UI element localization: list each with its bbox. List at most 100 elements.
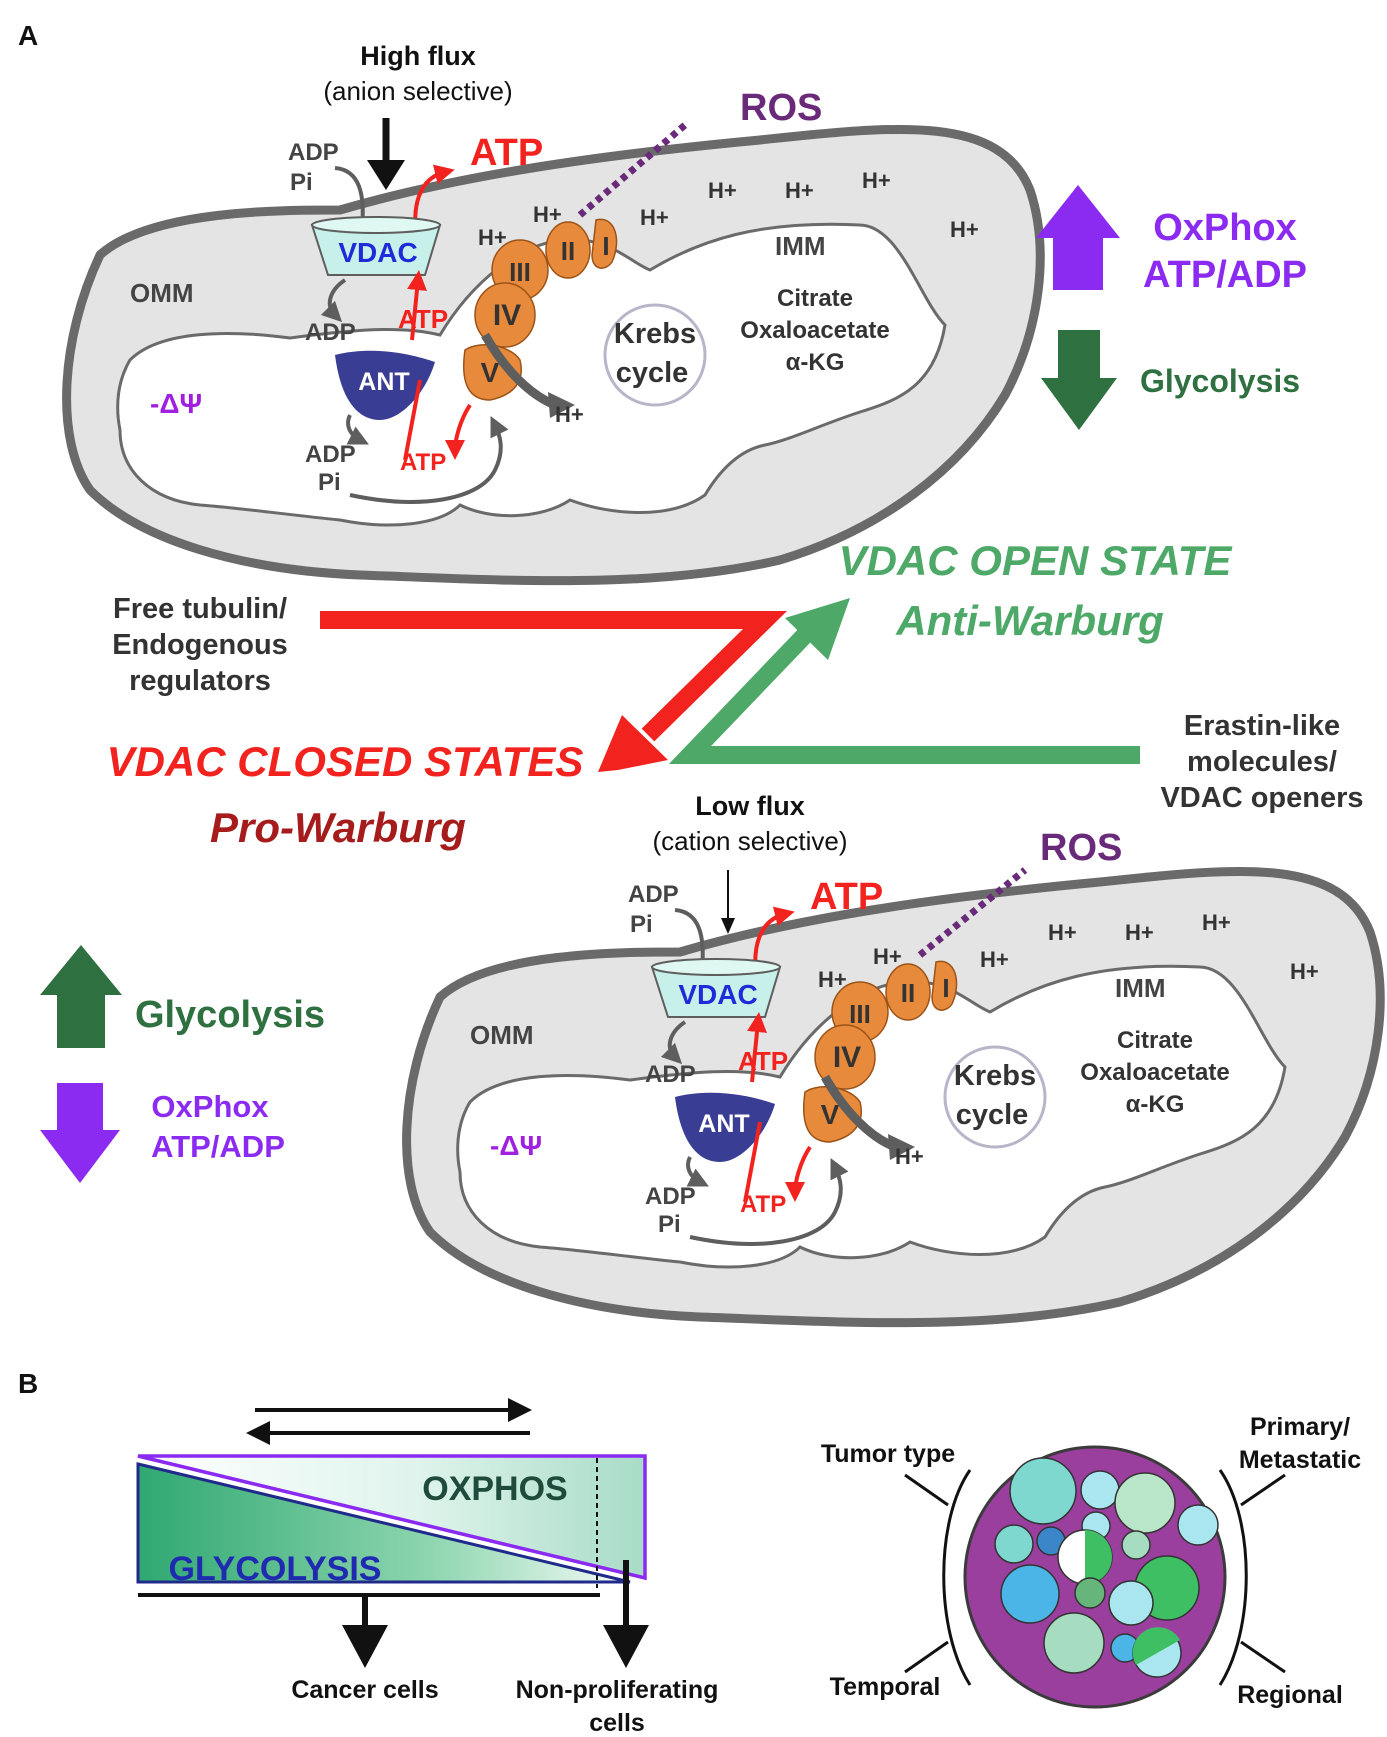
top-metabolite-akg: α-KG (786, 349, 845, 376)
cell-12 (1074, 1577, 1106, 1609)
bottom-pi-label: Pi (630, 911, 653, 938)
bottom-hplus-8: H+ (895, 1144, 924, 1169)
top-hplus-2: H+ (478, 225, 507, 250)
top-ros-dotted-line (577, 122, 688, 218)
bottom-flux-arrowhead (721, 918, 735, 934)
bottom-adp-loop-arrow (686, 1156, 709, 1187)
bottom-krebs-label-1: Krebs (954, 1060, 1036, 1092)
bottom-proton-flow-arrow (821, 1074, 897, 1152)
top-hplus-7: H+ (950, 217, 979, 242)
top-complex-v-label: V (481, 357, 500, 388)
bottom-flux-subtitle: (cation selective) (652, 826, 847, 856)
cell-14 (1043, 1612, 1105, 1674)
top-vdac-channel: VDAC (310, 216, 442, 276)
bottom-atp2-up-arrow (747, 1012, 767, 1083)
bottom-vdac-label: VDAC (678, 979, 757, 1010)
panel-a-letter: A (18, 20, 38, 51)
gradient-divider (137, 1454, 646, 1580)
bottom-atp2-label: ATP (738, 1046, 788, 1076)
left-glycolysis-up-arrow (40, 945, 122, 1048)
non-proliferating-label-1: Non-proliferating (516, 1676, 719, 1704)
cell-16-half (1132, 1627, 1180, 1665)
top-atp-synth-arrow (445, 403, 472, 460)
temporal-label: Temporal (830, 1673, 941, 1701)
cell-1 (1009, 1457, 1077, 1525)
left-oxphos-down-arrow (40, 1083, 120, 1183)
tumor-heterogeneity (904, 1445, 1286, 1709)
tumor-type-tick (904, 1473, 949, 1507)
top-krebs-label-1: Krebs (614, 318, 696, 350)
cell-4 (1177, 1504, 1219, 1546)
bottom-hplus-3: H+ (980, 947, 1009, 972)
bottom-hplus-5: H+ (1125, 920, 1154, 945)
bottom-hplus-6: H+ (1202, 910, 1231, 935)
mitochondrion-top (62, 124, 1045, 586)
primary-tick (1240, 1473, 1286, 1507)
top-proton-flow-arrow (481, 332, 557, 410)
top-flux-subtitle: (anion selective) (323, 76, 512, 106)
primary-label-2: Metastatic (1239, 1446, 1361, 1474)
top-flux-arrowhead (367, 160, 405, 190)
cancer-cells-label: Cancer cells (291, 1676, 438, 1704)
left-atp-adp-label: ATP/ADP (151, 1129, 285, 1164)
top-complex-iii-label: III (509, 257, 531, 287)
top-complex-i (591, 218, 618, 269)
bottom-hplus-7: H+ (1290, 959, 1319, 984)
top-hplus-4: H+ (708, 178, 737, 203)
right-glycolysis-label: Glycolysis (1140, 363, 1300, 399)
top-pi3-label: Pi (318, 469, 341, 496)
top-etc-complexes: III II I IV V (463, 218, 618, 401)
bottom-ant-label: ANT (698, 1110, 749, 1138)
top-hplus-6: H+ (862, 168, 891, 193)
top-adp-label: ADP (288, 139, 339, 166)
top-ant-label: ANT (358, 368, 409, 396)
temporal-tick (904, 1640, 949, 1674)
bottom-complex-v-label: V (821, 1099, 840, 1130)
top-atp2-label: ATP (398, 304, 448, 334)
cell-2 (1080, 1470, 1120, 1510)
bottom-pi3-label: Pi (658, 1211, 681, 1238)
top-hplus-3: H+ (640, 205, 669, 230)
left-oxphos-label: OxPhox (151, 1089, 269, 1124)
opening-green-arrow (668, 628, 1140, 764)
bottom-metabolite-akg: α-KG (1126, 1091, 1185, 1118)
vdac-open-state-label: VDAC OPEN STATE (839, 537, 1234, 584)
top-atp3-line (403, 379, 422, 461)
top-omm-label: OMM (130, 278, 194, 308)
top-complex-i-label: I (602, 231, 609, 261)
bottom-atp-synth-arrow (785, 1145, 812, 1202)
bottom-metabolite-oxaloacetate: Oxaloacetate (1080, 1059, 1229, 1086)
right-oxphos-label: OxPhox (1153, 207, 1297, 249)
bottom-pi-return-arrow (689, 1158, 849, 1246)
cell-3 (1114, 1472, 1176, 1534)
bottom-omm-label: OMM (470, 1020, 534, 1050)
panel-b-letter: B (18, 1368, 38, 1399)
bottom-complex-iv (814, 1024, 876, 1090)
right-bracket-arc (1218, 1469, 1248, 1686)
left-glycolysis-label: Glycolysis (135, 994, 325, 1036)
top-hplus-1: H+ (533, 202, 562, 227)
left-bracket-arc (942, 1469, 972, 1686)
top-imm-label: IMM (775, 231, 826, 261)
bottom-hplus-2: H+ (818, 967, 847, 992)
bottom-ant-transporter (675, 1092, 775, 1162)
top-atp-out-label: ATP (470, 132, 543, 174)
pro-warburg-label: Pro-Warburg (210, 804, 466, 851)
top-adp-loop-arrow (346, 414, 369, 445)
bottom-krebs-label-2: cycle (956, 1099, 1029, 1131)
top-complex-iv (474, 282, 536, 348)
top-hplus-5: H+ (785, 178, 814, 203)
mitochondrion-bottom (402, 866, 1385, 1328)
bottom-hplus-4: H+ (1048, 920, 1077, 945)
bottom-etc-complexes: III II I IV V (803, 960, 958, 1143)
primary-label-1: Primary/ (1250, 1413, 1350, 1441)
top-adp2-label: ADP (305, 319, 356, 346)
bottom-complex-i (931, 960, 958, 1011)
top-pi-label: Pi (290, 169, 313, 196)
regional-label: Regional (1237, 1681, 1343, 1709)
bottom-complex-ii (885, 963, 931, 1021)
bottom-proton-flow-head (888, 1134, 915, 1160)
bottom-vdac-channel: VDAC (650, 958, 782, 1018)
bottom-complex-iii-label: III (849, 999, 871, 1029)
erastin-label-1: Erastin-like (1184, 710, 1340, 742)
